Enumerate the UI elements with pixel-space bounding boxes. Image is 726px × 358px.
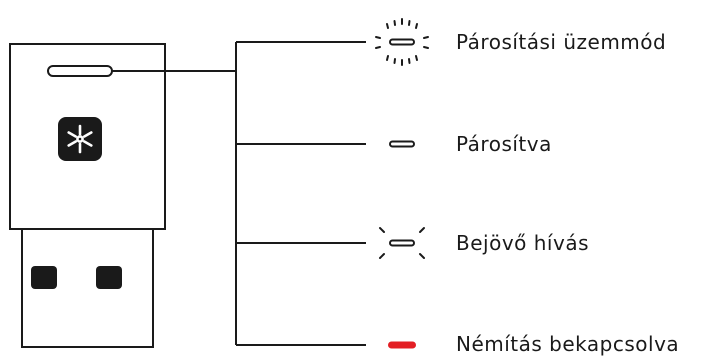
label-paired: Párosítva: [456, 132, 552, 156]
device-led: [47, 65, 113, 77]
indicator-mute-red-icon: [388, 341, 416, 349]
label-incoming-call: Bejövő hívás: [456, 231, 589, 255]
usb-hole-left: [31, 266, 57, 289]
label-pairing-mode: Párosítási üzemmód: [456, 30, 667, 54]
connector-lines: [112, 41, 366, 346]
indicator-blinking-icon: [375, 18, 429, 66]
usb-dongle: [9, 43, 166, 348]
indicator-pulsing-icon: [379, 227, 425, 259]
asterisk-logo-icon: [58, 117, 102, 161]
usb-hole-right: [96, 266, 122, 289]
label-mute-on: Némítás bekapcsolva: [456, 332, 680, 356]
indicator-solid-icon: [389, 140, 415, 148]
